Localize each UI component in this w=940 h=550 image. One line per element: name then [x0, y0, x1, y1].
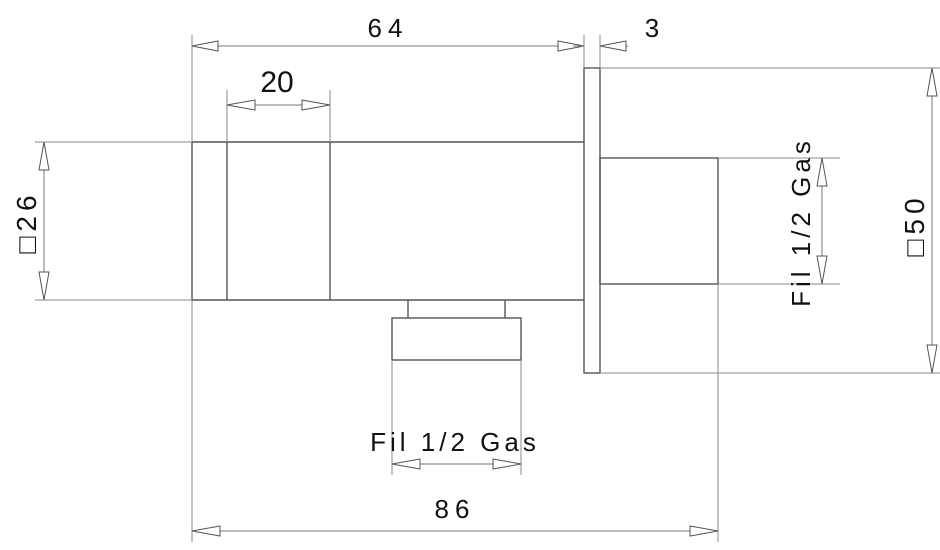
outlet-connector [599, 157, 719, 285]
label-86: 86 [435, 494, 476, 524]
bottom-connector [391, 300, 522, 361]
label-3: 3 [645, 13, 659, 43]
label-26: □26 [11, 190, 42, 253]
extension-lines [35, 35, 940, 542]
dimension-64 [191, 40, 585, 52]
valve-body [191, 141, 584, 301]
label-50: □50 [899, 193, 930, 256]
dimension-50 [926, 67, 938, 374]
dimension-bottom-thread [391, 458, 522, 470]
flange-plate [583, 67, 601, 374]
dimension-3 [573, 40, 628, 52]
label-64: 64 [368, 13, 409, 43]
dimension-20 [226, 99, 331, 111]
dimension-side-thread [816, 157, 828, 285]
dimension-26 [38, 141, 50, 301]
dimension-86 [191, 525, 719, 537]
label-20: 20 [260, 66, 293, 99]
label-side-thread: Fil 1/2 Gas [786, 137, 816, 307]
label-bottom-thread: Fil 1/2 Gas [370, 427, 540, 457]
